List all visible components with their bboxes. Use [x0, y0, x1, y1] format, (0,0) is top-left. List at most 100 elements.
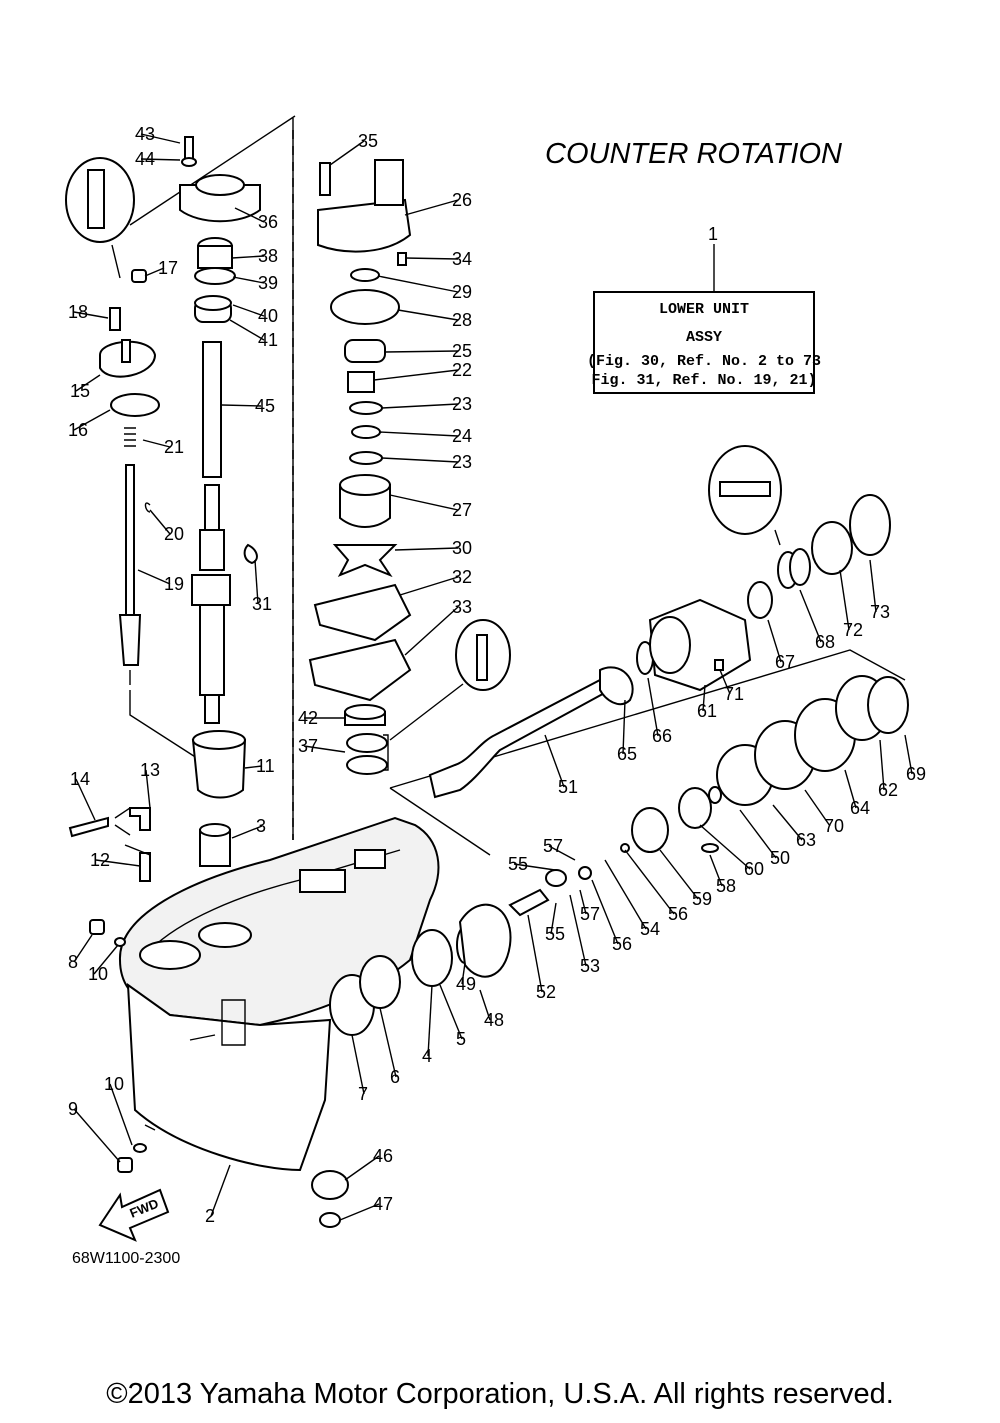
callout-56: 56: [668, 904, 688, 924]
callout-30: 30: [452, 538, 472, 558]
callout-55: 55: [545, 924, 565, 944]
diagram-title: COUNTER ROTATION: [545, 138, 842, 170]
callout-5: 5: [456, 1029, 466, 1049]
callout-73: 73: [870, 602, 890, 622]
callout-47: 47: [373, 1194, 393, 1214]
callout-37: 37: [298, 736, 318, 756]
callout-26: 26: [452, 190, 472, 210]
callout-64: 64: [850, 798, 870, 818]
callout-24: 24: [452, 426, 472, 446]
callout-34: 34: [452, 249, 472, 269]
water-pump-group: [308, 159, 511, 775]
callout-22: 22: [452, 360, 472, 380]
callout-23: 23: [452, 394, 472, 414]
callout-54: 54: [640, 919, 660, 939]
leader-line: [73, 409, 111, 431]
svg-text:ASSY: ASSY: [686, 329, 722, 346]
callout-52: 52: [536, 982, 556, 1002]
leader-line: [404, 257, 459, 260]
callout-14: 14: [70, 769, 90, 789]
leader-line: [699, 824, 751, 870]
leader-line: [229, 319, 265, 341]
callout-35: 35: [358, 131, 378, 151]
callout-49: 49: [456, 974, 476, 994]
callout-50: 50: [770, 848, 790, 868]
svg-text:(Fig. 30, Ref. No. 2 to 73: (Fig. 30, Ref. No. 2 to 73: [587, 353, 821, 370]
leader-line: [231, 255, 265, 259]
callout-27: 27: [452, 500, 472, 520]
leader-line: [384, 350, 459, 353]
callout-43: 43: [135, 124, 155, 144]
leader-line: [904, 734, 913, 775]
callout-60: 60: [744, 859, 764, 879]
callout-13: 13: [140, 760, 160, 780]
leader-line: [767, 619, 782, 663]
leader-line: [145, 769, 151, 809]
callout-20: 20: [164, 524, 184, 544]
leader-line: [427, 984, 433, 1057]
callout-57: 57: [580, 904, 600, 924]
callout-36: 36: [258, 212, 278, 232]
leader-line: [95, 859, 141, 867]
propeller-shaft-group: [428, 445, 891, 799]
callout-71: 71: [724, 684, 744, 704]
leader-line: [739, 809, 777, 859]
drawing-code: 68W1100-2300: [72, 1250, 180, 1267]
leader-line: [397, 309, 459, 321]
leader-line: [591, 879, 619, 945]
leader-line: [73, 311, 109, 319]
callout-1: 1: [708, 224, 718, 244]
leader-line: [839, 569, 850, 631]
shift-rod-group: [65, 157, 258, 685]
leader-line: [461, 962, 466, 985]
leader-line: [404, 199, 459, 216]
leader-line: [149, 509, 171, 535]
leader-line: [381, 403, 459, 409]
leader-line: [548, 845, 576, 861]
callout-18: 18: [68, 302, 88, 322]
leader-line: [344, 1155, 380, 1181]
callout-32: 32: [452, 567, 472, 587]
callout-45: 45: [255, 396, 275, 416]
leader-line: [844, 769, 857, 809]
leader-line: [379, 431, 459, 437]
callout-15: 15: [70, 381, 90, 401]
fasteners-group: [68, 807, 151, 1173]
leader-line: [604, 859, 647, 930]
leader-line: [404, 606, 459, 656]
leader-line: [109, 1083, 133, 1146]
leader-line: [329, 140, 365, 166]
gear-group: [311, 675, 909, 1228]
leader-line: [232, 276, 265, 284]
leader-line: [579, 889, 587, 915]
leader-line: [144, 267, 165, 277]
leader-line: [804, 789, 831, 827]
callout-21: 21: [164, 437, 184, 457]
callout-53: 53: [580, 956, 600, 976]
leader-line: [659, 849, 699, 900]
leader-line: [339, 1203, 380, 1221]
callout-28: 28: [452, 310, 472, 330]
callout-66: 66: [652, 726, 672, 746]
leader-line: [719, 669, 731, 695]
callout-72: 72: [843, 620, 863, 640]
drive-shaft-group: [179, 136, 261, 867]
callout-23: 23: [452, 452, 472, 472]
leader-line: [544, 734, 565, 788]
leader-line: [140, 133, 181, 144]
callout-56: 56: [612, 934, 632, 954]
leader-line: [137, 569, 171, 585]
callout-57: 57: [543, 836, 563, 856]
callout-42: 42: [298, 708, 318, 728]
leader-line: [73, 934, 93, 963]
lower-unit-assy-box: 1 LOWER UNIT ASSY (Fig. 30, Ref. No. 2 t…: [587, 224, 821, 394]
leader-line: [221, 404, 262, 407]
leader-line: [377, 275, 459, 293]
leader-line: [232, 304, 265, 317]
leader-line: [210, 1164, 231, 1217]
leader-line: [244, 765, 263, 769]
lower-casing: [118, 816, 440, 1172]
callout-55: 55: [508, 854, 528, 874]
callout-2: 2: [205, 1206, 215, 1226]
